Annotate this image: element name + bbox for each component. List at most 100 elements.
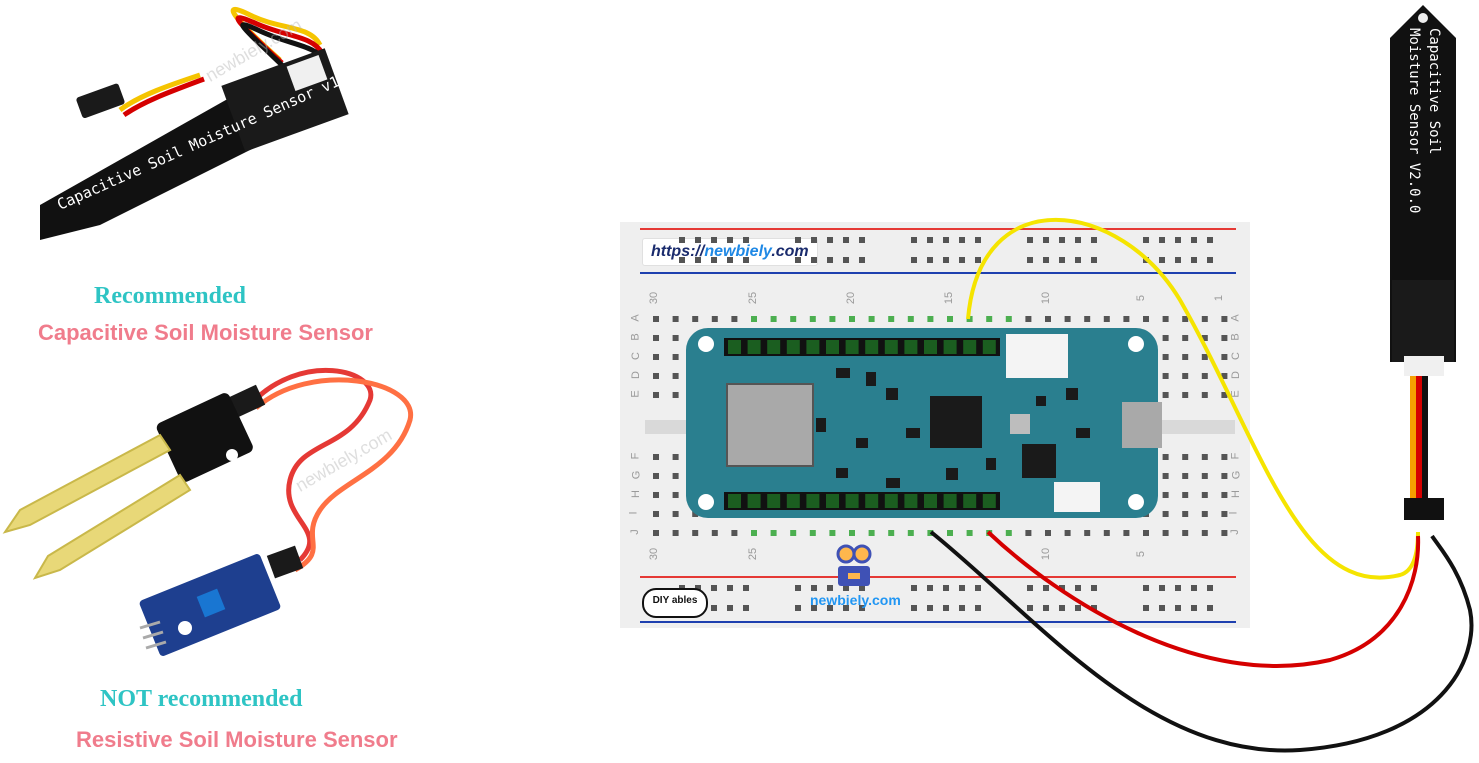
breadboard-hole [859,237,865,243]
breadboard-hole [727,605,733,611]
breadboard-hole [1091,237,1097,243]
breadboard-hole [795,237,801,243]
breadboard-hole [927,605,933,611]
breadboard-hole [1201,373,1208,379]
breadboard-hole [1043,605,1049,611]
breadboard-hole [672,316,679,322]
breadboard-hole [727,237,733,243]
breadboard-hole [743,257,749,263]
breadboard-hole [1175,257,1181,263]
breadboard-hole [727,257,733,263]
capacitive-sensor-v2-image: Capacitive Soil Moisture Sensor V2.0.0 [1390,5,1456,520]
breadboard-hole [1059,605,1065,611]
breadboard-hole [770,530,777,536]
smd-component [1076,428,1090,438]
breadboard-hole [975,237,981,243]
col-number: 20 [845,291,858,305]
breadboard-hole [1045,530,1051,536]
breadboard-hole [1143,237,1149,243]
breadboard-hole [1207,257,1213,263]
breadboard-hole [859,585,865,591]
breadboard-hole [1162,492,1169,498]
breadboard-hole [672,473,679,479]
smd-component [816,418,826,432]
smd-component [836,468,848,478]
mcu-components [724,338,1090,510]
breadboard-hole [1064,530,1071,536]
row-letter: F [629,452,642,460]
breadboard-hole [743,585,749,591]
v2-label-line2: Moisture Sensor V2.0.0 [1406,28,1422,213]
diy-logo-text: DIY ables [652,595,698,606]
breadboard-hole [966,530,973,536]
breadboard-hole [1175,605,1181,611]
breadboard-hole [927,530,934,536]
breadboard-hole [1221,335,1228,341]
breadboard-hole [843,605,849,611]
breadboard-hole [927,237,933,243]
breadboard-hole [1191,585,1197,591]
header-pin [728,494,741,508]
breadboard-hole [653,354,659,360]
header-pin [767,340,781,354]
breadboard-hole [653,492,659,498]
mounting-hole [1128,494,1144,510]
breadboard-hole [795,257,801,263]
header-pin [904,340,918,354]
breadboard-hole [731,316,738,322]
row-letter: I [1227,511,1240,515]
breadboard-hole [927,257,933,263]
breadboard-hole [790,530,797,536]
breadboard-hole [672,373,679,379]
col-number: 5 [1135,294,1148,302]
breadboard-hole [943,257,949,263]
col-number: 5 [1135,550,1148,558]
row-letter: C [629,352,642,360]
header-pin [806,494,820,508]
breadboard-hole [1162,392,1169,398]
header-pin [845,494,859,508]
breadboard-hole [1027,257,1033,263]
col-number: 30 [648,547,661,561]
breadboard-hole [795,585,801,591]
breadboard-hole [1201,492,1208,498]
header-pin [924,494,937,508]
breadboard-hole [1182,373,1189,379]
breadboard-hole [1075,605,1081,611]
breadboard-hole [1084,530,1091,536]
col-number: 10 [1040,291,1053,305]
header-pin [904,494,918,508]
row-letter: E [1229,390,1242,398]
breadboard-hole [1027,605,1033,611]
breadboard-hole [1143,316,1149,322]
breadboard-hole [1043,237,1049,243]
breadboard-hole [927,316,934,322]
breadboard-hole [653,530,659,536]
breadboard-hole [1162,530,1169,536]
breadboard-hole [947,316,953,322]
breadboard-hole [1043,257,1049,263]
breadboard-hole [795,605,801,611]
not-recommended-sensor-name: Resistive Soil Moisture Sensor [76,727,398,752]
row-letter: A [1229,314,1242,322]
breadboard-hole [911,585,917,591]
v2-label-line1: Capacitive Soil [1426,28,1442,154]
breadboard-hole [1059,585,1065,591]
bottom-brand-text: newbiely.com [810,592,901,608]
row-letter: J [1228,529,1241,535]
left-panel: Capacitive Soil Moisture Sensor v1.2 Rec… [0,0,460,763]
breadboard-hole [966,316,973,322]
header-pin [963,340,977,354]
owl-mascot-icon [834,540,874,590]
row-letter: G [1230,470,1243,480]
breadboard-hole [827,237,833,243]
breadboard-hole [1075,257,1081,263]
breadboard-hole [672,511,679,517]
breadboard-hole [1143,257,1149,263]
not-recommended-heading: NOT recommended [100,686,303,712]
breadboard-hole [1064,316,1071,322]
col-number: 1 [1213,294,1226,302]
breadboard-hole [1027,237,1033,243]
breadboard-hole [1143,585,1149,591]
breadboard-hole [1221,354,1228,360]
